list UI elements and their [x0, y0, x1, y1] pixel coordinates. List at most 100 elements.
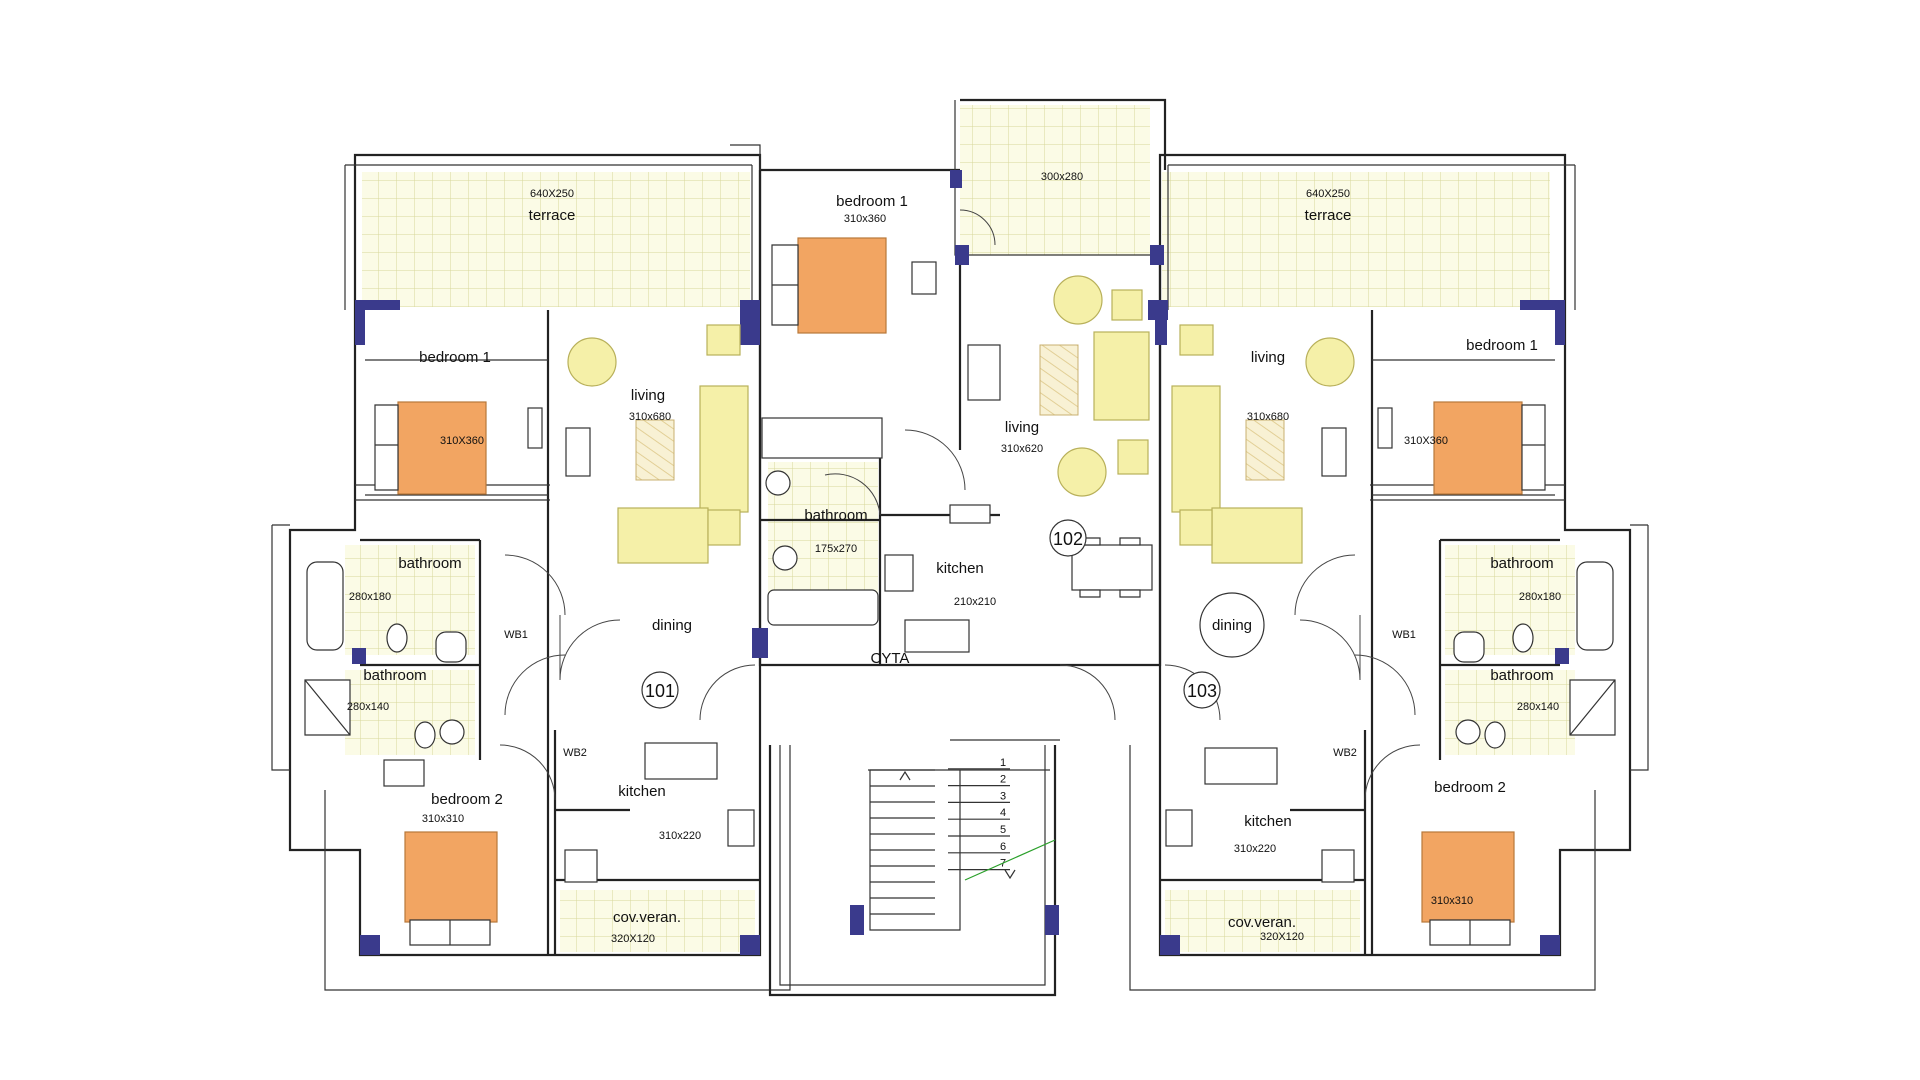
bathroom2-101-size: 280x140 [347, 701, 389, 713]
bathroom2-101-label: bathroom [363, 667, 426, 684]
sink-icon [1453, 631, 1485, 663]
bedroom2-101-size: 310x310 [422, 813, 464, 825]
stair-step-number: 5 [1000, 824, 1006, 836]
bathroom1-101-label: bathroom [398, 555, 461, 572]
stove-icon [1165, 809, 1193, 847]
terrace-101-floor [362, 172, 750, 307]
tv-unit-icon [967, 344, 1001, 401]
veranda-101-floor [560, 890, 755, 952]
armchair-icon [567, 337, 617, 387]
shower-icon [1569, 679, 1616, 736]
bedroom1-102-size: 310x360 [844, 213, 886, 225]
sofa-icon [1171, 385, 1221, 513]
stair-step-number: 4 [1000, 807, 1006, 819]
cyta-meter-label: CYTA [871, 650, 910, 667]
bathtub-icon [1576, 561, 1614, 651]
bedroom2-103-size: 310x310 [1431, 895, 1473, 907]
veranda-103-label: cov.veran. [1228, 914, 1296, 931]
pillars [352, 170, 1569, 955]
bathroom1-103-size: 280x180 [1519, 591, 1561, 603]
bedroom1-101-label: bedroom 1 [419, 349, 491, 366]
veranda-101-label: cov.veran. [613, 909, 681, 926]
veranda-103-floor [1165, 890, 1360, 952]
kitchen-103-size: 310x220 [1234, 843, 1276, 855]
wb1-103-label: WB1 [1392, 629, 1416, 641]
terrace-103-floor [1162, 172, 1550, 307]
veranda-101-size: 320X120 [611, 933, 655, 945]
stair-direction-arrow-icon [899, 770, 1016, 880]
bedroom1-103-label: bedroom 1 [1466, 337, 1538, 354]
apartment-102-number: 102 [1053, 529, 1083, 549]
terrace-101-size: 640X250 [530, 188, 574, 200]
sink-icon [439, 719, 465, 745]
living-102-size: 310x620 [1001, 443, 1043, 455]
stair-step-number: 6 [1000, 841, 1006, 853]
bed-icon [397, 401, 487, 495]
coffee-table-icon [1039, 344, 1079, 416]
bathroom-102-size: 175x270 [815, 543, 857, 555]
dining-101-label: dining [652, 617, 692, 634]
kitchen-103-label: kitchen [1244, 813, 1292, 830]
coffee-table-icon [635, 419, 675, 481]
stair-step-number: 2 [1000, 774, 1006, 786]
bed-icon [404, 831, 498, 923]
sink-icon [904, 619, 970, 653]
bed-icon [1433, 401, 1523, 495]
doors [499, 209, 1421, 801]
bathroom-102-label: bathroom [804, 507, 867, 524]
bedroom1-101-size: 310X360 [440, 435, 484, 447]
wb2-101-label: WB2 [563, 747, 587, 759]
bed-icon [1421, 831, 1515, 923]
bedroom1-102-label: bedroom 1 [836, 193, 908, 210]
terrace-103-size: 640X250 [1306, 188, 1350, 200]
bathroom1-103-label: bathroom [1490, 555, 1553, 572]
dining-table-icon [1071, 544, 1153, 591]
balcony-102-size: 300x280 [1041, 171, 1083, 183]
stair-break-line [964, 839, 1056, 881]
apartment-103-number: 103 [1187, 681, 1217, 701]
stove-icon [727, 809, 755, 847]
kitchen-101-label: kitchen [618, 783, 666, 800]
furniture [304, 237, 1616, 946]
labels: 640X250 terrace bedroom 1 310X360 living… [347, 171, 1561, 945]
kitchen-102-size: 210x210 [954, 596, 996, 608]
living-103-size: 310x680 [1247, 411, 1289, 423]
bathtub-icon [767, 589, 879, 626]
walls [271, 98, 1649, 997]
fridge-icon [1321, 849, 1355, 883]
sink-icon [435, 631, 467, 663]
kitchen-102-label: kitchen [936, 560, 984, 577]
sink-icon [644, 742, 718, 780]
stair-step-number: 1 [1000, 757, 1006, 769]
bathroom1-101-size: 280x180 [349, 591, 391, 603]
toilet-icon [1512, 623, 1534, 653]
toilet-icon [386, 623, 408, 653]
bed-icon [797, 237, 887, 334]
bedroom2-103-label: bedroom 2 [1434, 779, 1506, 796]
stair-step-number: 3 [1000, 790, 1006, 802]
bedroom2-101-label: bedroom 2 [431, 791, 503, 808]
living-103-label: living [1251, 349, 1285, 366]
tiled-areas [345, 105, 1575, 952]
shower-icon [304, 679, 351, 736]
round-dining-table-icon [1199, 592, 1265, 658]
coffee-table-icon [1245, 419, 1285, 481]
sink-icon [765, 470, 791, 496]
living-101-size: 310x680 [629, 411, 671, 423]
terrace-101-label: terrace [529, 207, 576, 224]
sofa-icon [1093, 331, 1150, 421]
dining-103-label: dining [1212, 617, 1252, 634]
sofa-icon [699, 385, 749, 513]
apartment-101-number: 101 [645, 681, 675, 701]
sink-icon [1204, 747, 1278, 785]
bathtub-icon [306, 561, 344, 651]
wb2-103-label: WB2 [1333, 747, 1357, 759]
stove-icon [884, 554, 914, 592]
veranda-103-size: 320X120 [1260, 931, 1304, 943]
living-101-label: living [631, 387, 665, 404]
bathroom2-103-size: 280x140 [1517, 701, 1559, 713]
fridge-icon [564, 849, 598, 883]
toilet-icon [772, 545, 798, 571]
